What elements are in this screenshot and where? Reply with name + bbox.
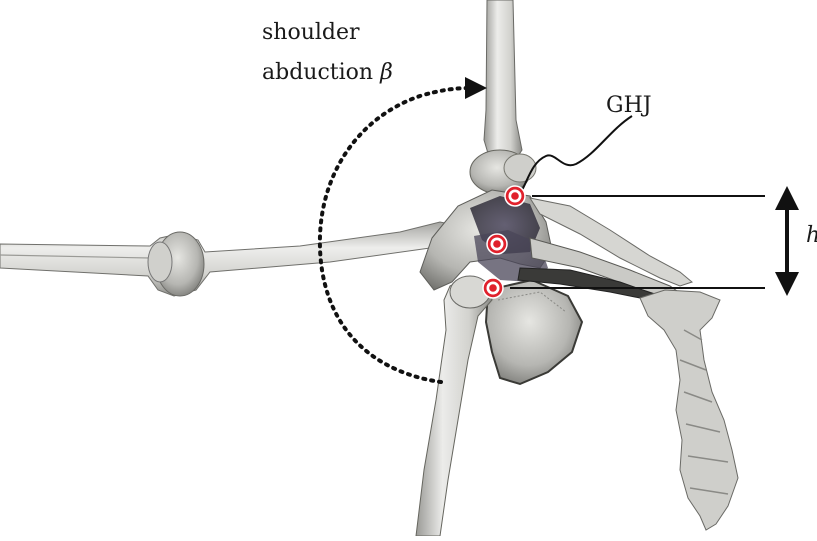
height-label: h [806, 225, 817, 247]
joint-marker-upper [505, 186, 525, 206]
sternum [640, 290, 738, 530]
height-arrow [775, 186, 799, 296]
hanging-humerus [416, 276, 492, 536]
abduction-arrowhead [465, 77, 487, 99]
abduction-symbol: β [380, 60, 393, 85]
joint-marker-lower [483, 278, 503, 298]
ghj-label: GHJ [606, 95, 652, 117]
abduction-label: abduction β [262, 62, 393, 84]
joint-marker-middle [487, 234, 507, 254]
abduction-word: abduction [262, 60, 373, 85]
horizontal-arm [0, 222, 460, 296]
raised-humerus [470, 0, 536, 194]
ghj-leader-line [521, 116, 632, 192]
shoulder-label: shoulder [262, 22, 360, 44]
